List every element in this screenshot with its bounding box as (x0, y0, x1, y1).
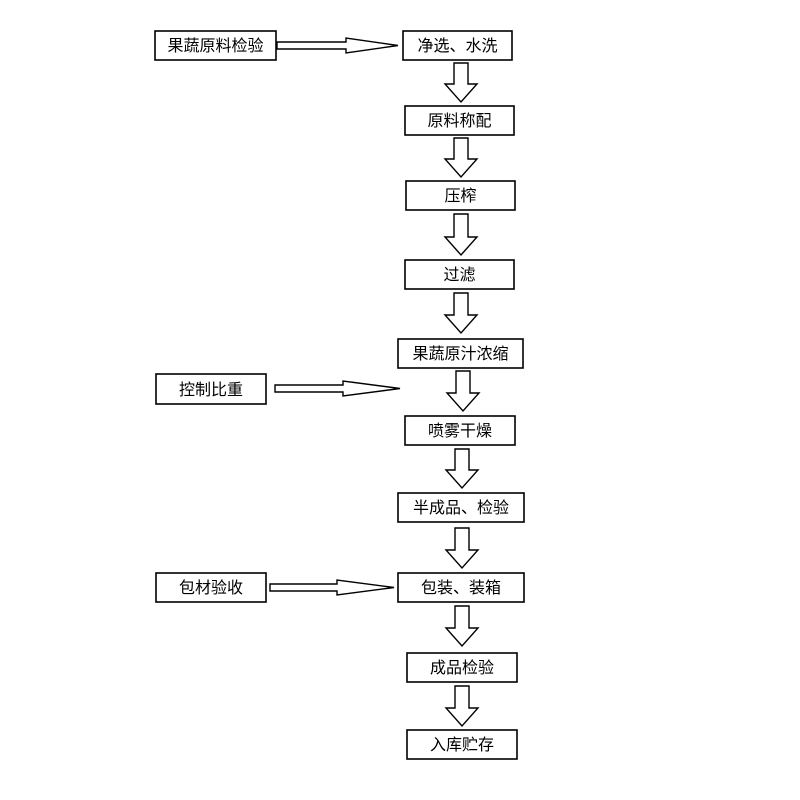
input-2: 控制比重 (155, 373, 267, 405)
step-9: 成品检验 (406, 652, 518, 683)
down-arrow-icon (444, 448, 480, 490)
step-9-label: 成品检验 (430, 658, 494, 677)
step-1-label: 净选、水洗 (417, 36, 497, 55)
right-arrow-icon (274, 380, 401, 397)
down-arrow-icon (444, 527, 480, 570)
step-5: 果蔬原汁浓缩 (397, 338, 524, 369)
step-2-label: 原料称配 (427, 111, 491, 130)
step-6-label: 喷雾干燥 (428, 421, 492, 440)
step-4: 过滤 (404, 259, 515, 290)
step-7-label: 半成品、检验 (413, 498, 509, 517)
down-arrow-icon (443, 213, 479, 257)
down-arrow-icon (443, 292, 479, 335)
down-arrow-icon (443, 137, 479, 179)
input-1-label: 果蔬原料检验 (167, 36, 263, 55)
down-arrow-icon (445, 370, 481, 413)
step-2: 原料称配 (404, 105, 515, 136)
step-10-label: 入库贮存 (430, 735, 494, 754)
step-1: 净选、水洗 (402, 30, 513, 61)
input-3: 包材验收 (155, 572, 267, 603)
input-1: 果蔬原料检验 (154, 30, 277, 61)
step-3: 压榨 (405, 180, 516, 211)
right-arrow-icon (269, 579, 395, 596)
step-4-label: 过滤 (443, 265, 475, 284)
down-arrow-icon (444, 605, 480, 648)
step-10: 入库贮存 (406, 729, 518, 760)
step-6: 喷雾干燥 (404, 415, 516, 446)
down-arrow-icon (443, 62, 479, 104)
down-arrow-icon (444, 685, 480, 728)
input-2-label: 控制比重 (179, 380, 243, 399)
step-3-label: 压榨 (444, 186, 476, 205)
step-8-label: 包装、装箱 (421, 578, 501, 597)
input-3-label: 包材验收 (179, 578, 243, 597)
step-5-label: 果蔬原汁浓缩 (412, 344, 508, 363)
step-7: 半成品、检验 (397, 492, 525, 523)
right-arrow-icon (276, 37, 399, 54)
step-8: 包装、装箱 (397, 572, 525, 603)
